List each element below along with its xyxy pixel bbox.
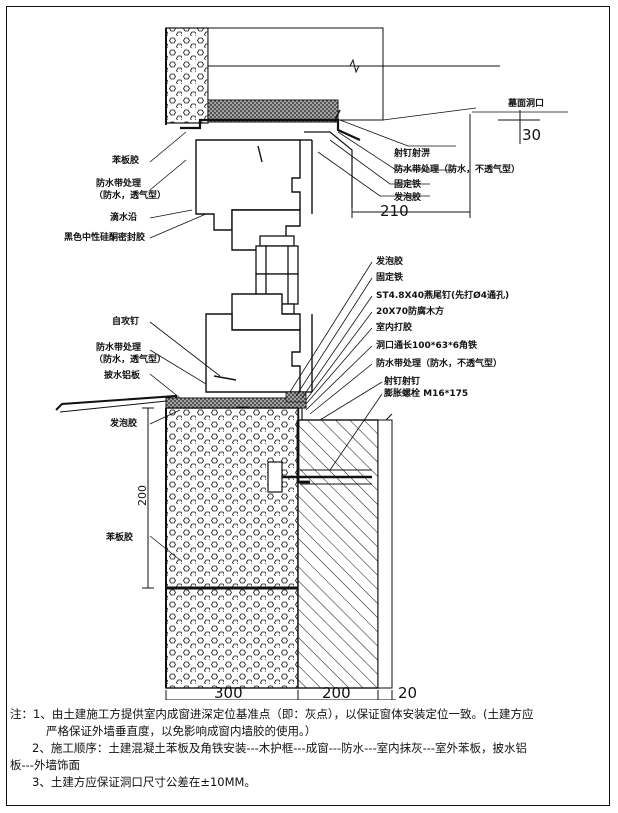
label-styrofoam-glue-top: 苯板胶: [111, 154, 139, 166]
label-fixing-iron-1: 固定铁: [394, 178, 421, 190]
screws: [213, 109, 341, 381]
label-indoor-glue: 室内打胶: [376, 321, 412, 333]
label-waterproof-tape-l2: 防水带处理: [96, 341, 141, 353]
label-dim-200: 200: [322, 684, 351, 700]
label-sill-flashing: 披水铝板: [104, 369, 141, 381]
note-1b: 严格保证外墙垂直度，以免影响成窗内墙胶的使用。）: [46, 724, 317, 738]
leader-lines: [149, 107, 568, 561]
label-screw-nail: ST4.8X40燕尾钉(先打Ø4通孔): [376, 289, 509, 301]
note-1a: 注：1、由土建施工方提供室内成窗进深定位基准点（即：灰点），以保证窗体安装定位一…: [10, 707, 534, 721]
label-styrofoam-glue-bottom: 苯板胶: [105, 531, 133, 543]
label-dim-210: 210: [380, 202, 409, 220]
angle-iron-anchor: [267, 420, 372, 493]
label-waterproof-tape-l1: 防水带处理: [96, 177, 141, 189]
label-fixing-iron-2: 固定铁: [376, 271, 403, 283]
label-nail-seal-2: 射钉射钉: [383, 375, 420, 387]
label-foam-glue-3: 发泡胶: [109, 417, 137, 429]
label-foam-glue-2: 发泡胶: [375, 255, 403, 267]
label-foam-glue-1: 发泡胶: [393, 191, 421, 203]
upper-fixing-iron: [180, 118, 361, 208]
upper-insulation: [165, 27, 209, 125]
callout-labels: 墓面洞口 30 射钉射淠 防水带处理（防水，不透气型） 固定铁 发泡胶 210 …: [64, 97, 544, 700]
label-self-tap-nail: 自攻钉: [112, 315, 139, 327]
label-expansion-bolt: 膨胀螺栓 M16*175: [383, 387, 468, 399]
lower-concrete: [297, 413, 393, 689]
label-dim-20: 20: [398, 684, 417, 700]
drawing-frame: [6, 6, 610, 806]
upper-concrete: [207, 27, 500, 123]
label-waterproof-tape-l2b: （防水，透气型）: [94, 353, 166, 365]
lower-window-frame: [205, 293, 313, 393]
note-2a: 2、施工顺序：土建混凝土苯板及角铁安装---木护框---成窗---防水---室内…: [32, 741, 528, 755]
label-dim-vertical: 200: [136, 485, 149, 506]
note-2b: 板---外墙饰面: [10, 758, 80, 772]
note-3: 3、土建方应保证洞口尺寸公差在±10MM。: [32, 775, 256, 789]
label-waterproof-tape-l1b: （防水，透气型）: [94, 189, 166, 201]
label-dim-30: 30: [522, 126, 541, 144]
label-wood-square: 20X70防腐木方: [376, 305, 444, 317]
label-waterproof-tape-r2: 防水带处理（防水，不透气型）: [376, 357, 502, 369]
sill-flashing: [55, 394, 177, 413]
window-section-drawing: 墓面洞口 30 射钉射淠 防水带处理（防水，不透气型） 固定铁 发泡胶 210 …: [55, 27, 568, 700]
label-drip-groove: 滴水沿: [110, 211, 137, 223]
label-black-sealant: 黑色中性硅酮密封胶: [64, 231, 145, 243]
label-dim-300: 300: [214, 684, 243, 700]
dimension-lines: [142, 110, 540, 700]
upper-window-frame: [195, 139, 313, 251]
construction-notes: 注：1、由土建施工方提供室内成窗进深定位基准点（即：灰点），以保证窗体安装定位一…: [10, 706, 606, 791]
lower-insulation: [165, 407, 299, 689]
label-angle-iron: 洞口通长100*63*6角铁: [376, 339, 477, 351]
label-waterproof-tape-r1: 防水带处理（防水，不透气型）: [394, 163, 520, 175]
label-nail-seal: 射钉射淠: [393, 147, 430, 159]
label-opening-top: 墓面洞口: [507, 97, 544, 109]
